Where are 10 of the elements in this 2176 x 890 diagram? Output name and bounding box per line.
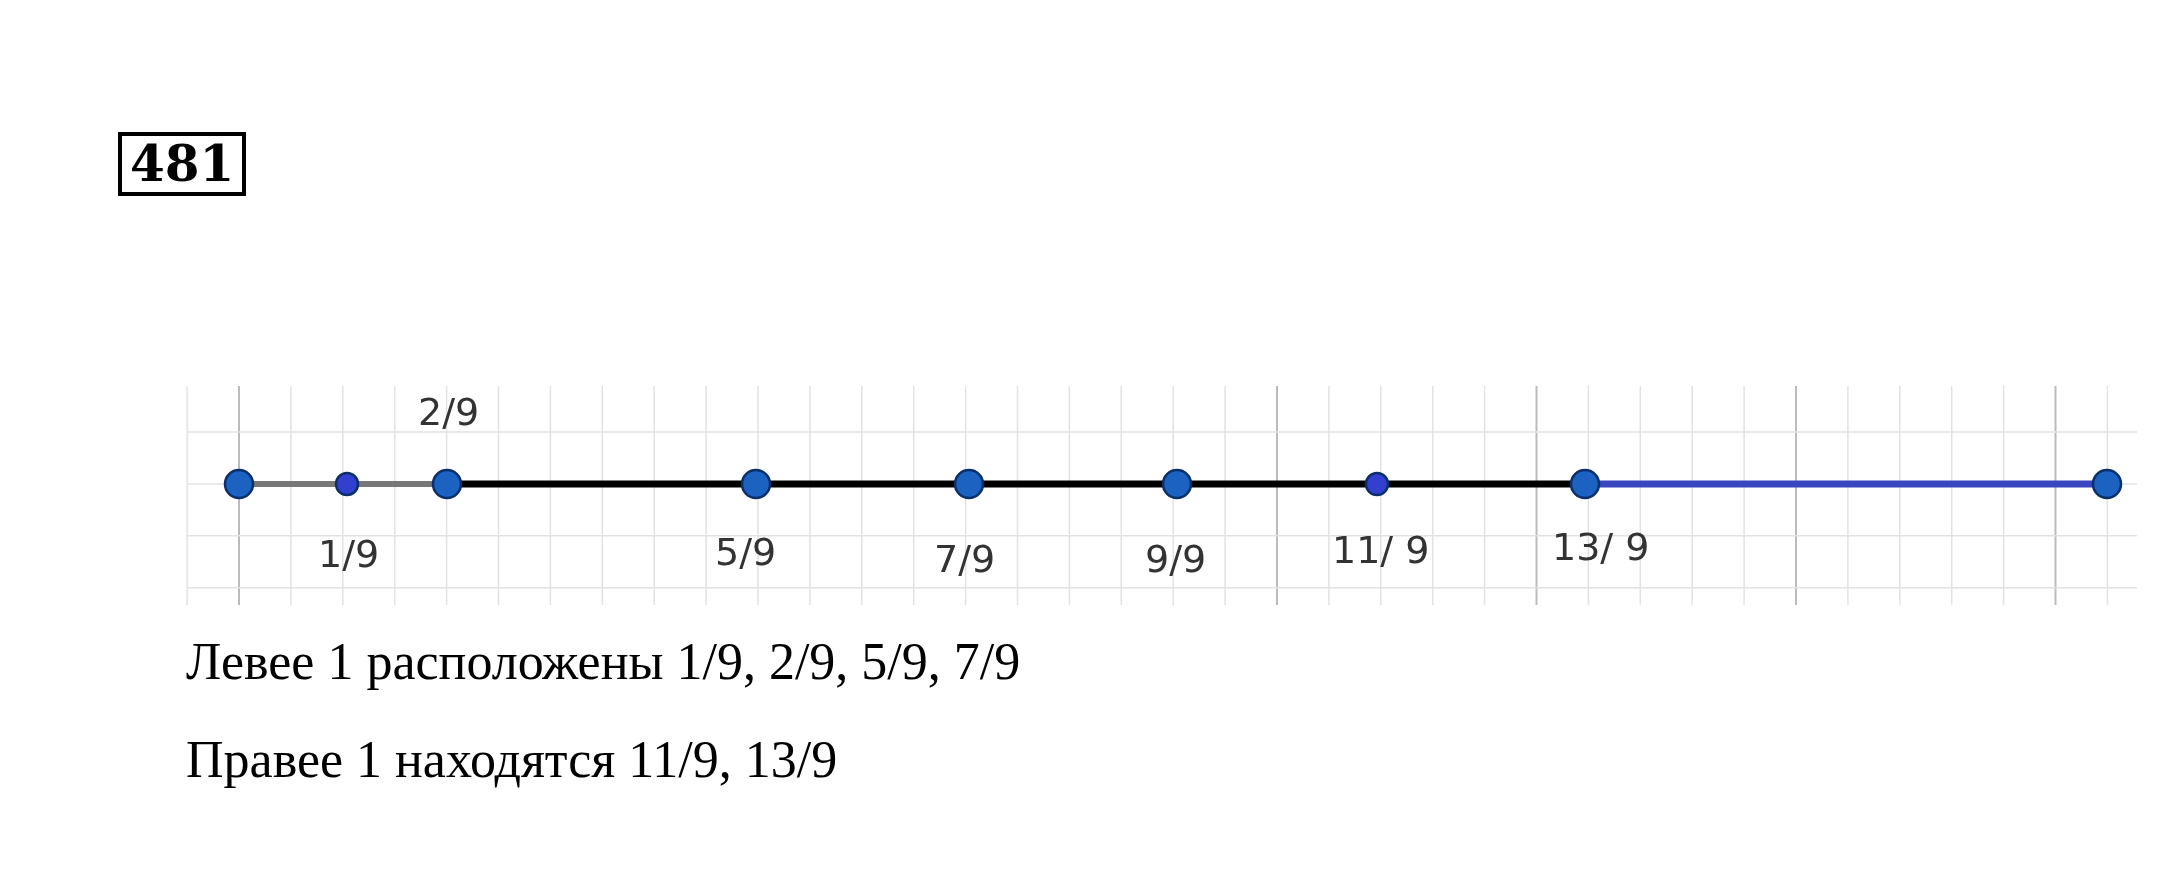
point-label: 1/9: [318, 532, 380, 576]
answer-sentence: Правее 1 находятся 11/9, 13/9: [186, 730, 838, 789]
exercise-number: 481: [118, 132, 247, 196]
point-label: 11/ 9: [1332, 528, 1430, 572]
point-label: 7/9: [934, 537, 996, 581]
point-label: 5/9: [715, 530, 777, 574]
point-label: 13/ 9: [1552, 525, 1650, 569]
answer-sentence: Левее 1 расположены 1/9, 2/9, 5/9, 7/9: [186, 632, 1021, 691]
point-label: 2/9: [418, 390, 480, 434]
point-label: 9/9: [1145, 537, 1207, 581]
